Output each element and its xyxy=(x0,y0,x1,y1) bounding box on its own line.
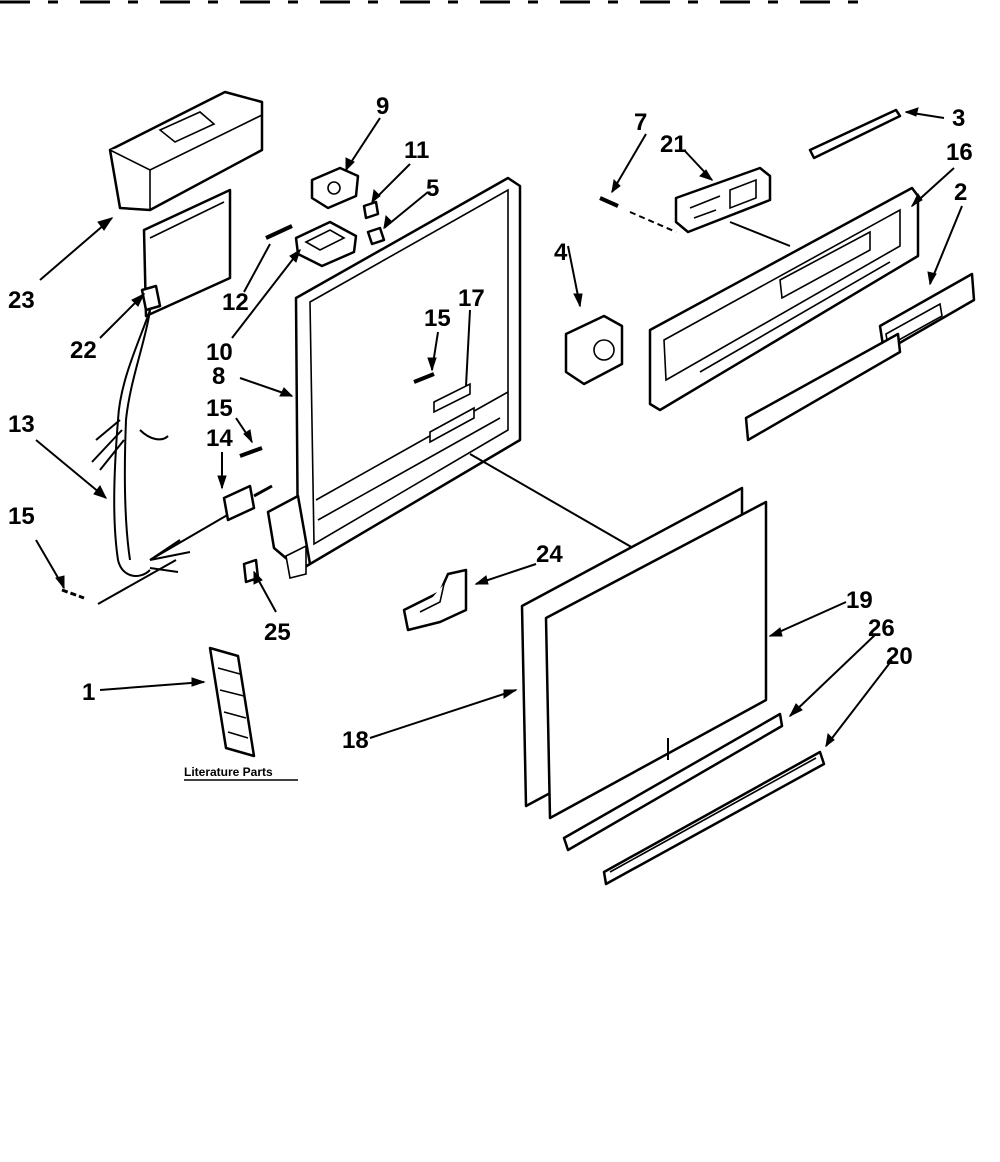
callout-10: 10 xyxy=(206,339,233,366)
part-2-overlay xyxy=(744,272,976,442)
part-15-screw-far-left xyxy=(61,559,177,605)
part-10-latch-base xyxy=(294,220,358,268)
arrowheads xyxy=(55,107,937,748)
callout-7: 7 xyxy=(634,109,647,136)
part-13-wire-harness xyxy=(91,284,237,577)
callout-16: 16 xyxy=(946,139,973,166)
callout-9: 9 xyxy=(376,93,389,120)
callout-17: 17 xyxy=(458,285,485,312)
literature-parts-label: Literature Parts xyxy=(184,765,273,779)
leader-lines xyxy=(35,111,963,747)
callout-1: 1 xyxy=(82,679,95,706)
callout-12: 12 xyxy=(222,289,249,316)
callout-24: 24 xyxy=(536,541,563,568)
callout-2: 2 xyxy=(954,179,967,206)
part-8-inner-door xyxy=(266,176,522,579)
callout-15-left: 15 xyxy=(206,395,233,422)
part-26-bottom-trim xyxy=(562,712,784,852)
part-16-control-panel xyxy=(648,186,920,412)
callout-15-door: 15 xyxy=(424,305,451,332)
callout-numbers: 23 22 9 11 5 12 10 8 15 17 15 14 13 15 2… xyxy=(8,93,973,754)
part-22-insulation-panel xyxy=(142,188,232,318)
callout-26: 26 xyxy=(868,615,895,642)
part-20-kick-strip xyxy=(602,750,826,886)
part-19-inner-panel xyxy=(544,500,768,820)
callout-13: 13 xyxy=(8,411,35,438)
callout-8: 8 xyxy=(212,363,225,390)
callout-18: 18 xyxy=(342,727,369,754)
callout-4: 4 xyxy=(554,239,568,266)
part-23-top-cover xyxy=(108,90,264,212)
callout-3: 3 xyxy=(952,105,965,132)
part-4-switch-block xyxy=(564,314,624,386)
callout-22: 22 xyxy=(70,337,97,364)
callout-11: 11 xyxy=(404,137,429,164)
callout-14: 14 xyxy=(206,425,233,452)
callout-20: 20 xyxy=(886,643,913,670)
part-15-screw-left xyxy=(239,446,263,458)
part-3-trim-strip xyxy=(808,108,902,160)
part-21-control-module xyxy=(629,166,772,234)
part-9-latch-bracket xyxy=(310,166,360,210)
callout-25: 25 xyxy=(264,619,291,646)
part-11-screw xyxy=(362,200,380,220)
callout-5: 5 xyxy=(426,175,439,202)
part-12-pin xyxy=(265,224,293,240)
callout-15-far-left: 15 xyxy=(8,503,35,530)
part-7-screw xyxy=(599,196,619,208)
callout-21: 21 xyxy=(660,131,687,158)
callout-23: 23 xyxy=(8,287,35,314)
part-17-strip xyxy=(433,382,471,414)
part-15-screw-door xyxy=(413,372,435,384)
callout-19: 19 xyxy=(846,587,873,614)
part-1-literature-booklet xyxy=(208,646,256,758)
part-24-handle-bracket xyxy=(402,568,468,632)
part-5-clip xyxy=(366,226,386,246)
part-14-switch xyxy=(222,484,273,522)
